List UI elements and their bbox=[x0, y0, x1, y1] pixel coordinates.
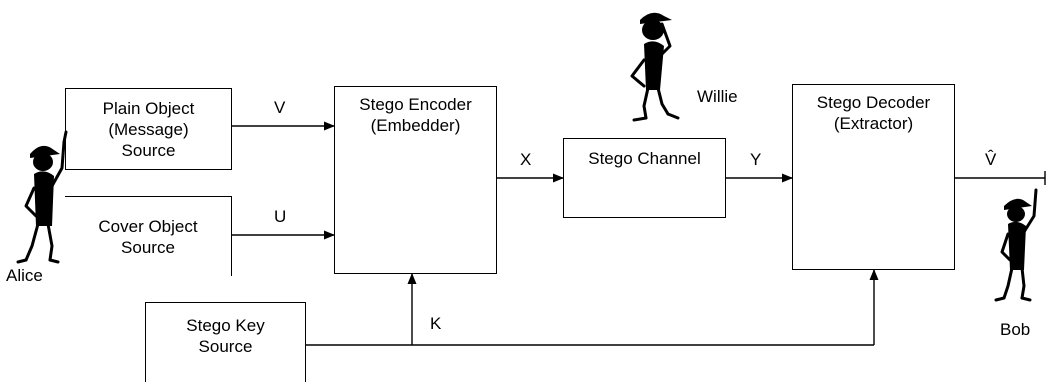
plain-object-source-block: Plain Object (Message) Source bbox=[65, 88, 232, 170]
stego-decoder-label: Stego Decoder (Extractor) bbox=[817, 92, 930, 134]
cover-object-source-label: Cover Object Source bbox=[98, 216, 197, 258]
bob-label: Bob bbox=[1000, 320, 1030, 340]
bob-figure-icon bbox=[992, 184, 1046, 304]
cover-object-source-block: Cover Object Source bbox=[65, 196, 232, 276]
signal-v-hat-label: V̂ bbox=[985, 150, 996, 170]
willie-label: Willie bbox=[697, 87, 738, 107]
stego-channel-block: Stego Channel bbox=[563, 138, 726, 218]
signal-u-label: U bbox=[274, 207, 286, 227]
willie-figure-icon bbox=[618, 6, 692, 124]
alice-figure-icon bbox=[14, 128, 74, 266]
signal-y-label: Y bbox=[750, 150, 761, 170]
stego-encoder-label: Stego Encoder (Embedder) bbox=[359, 94, 471, 136]
stego-decoder-block: Stego Decoder (Extractor) bbox=[792, 84, 955, 270]
stego-key-source-label: Stego Key Source bbox=[186, 315, 264, 357]
signal-k-label: K bbox=[430, 314, 441, 334]
alice-label: Alice bbox=[6, 266, 43, 286]
stego-key-source-block: Stego Key Source bbox=[145, 302, 306, 382]
plain-object-source-label: Plain Object (Message) Source bbox=[103, 98, 195, 161]
stego-channel-label: Stego Channel bbox=[588, 148, 700, 169]
stego-encoder-block: Stego Encoder (Embedder) bbox=[334, 86, 497, 274]
signal-x-label: X bbox=[520, 150, 531, 170]
signal-v-label: V bbox=[274, 98, 285, 118]
